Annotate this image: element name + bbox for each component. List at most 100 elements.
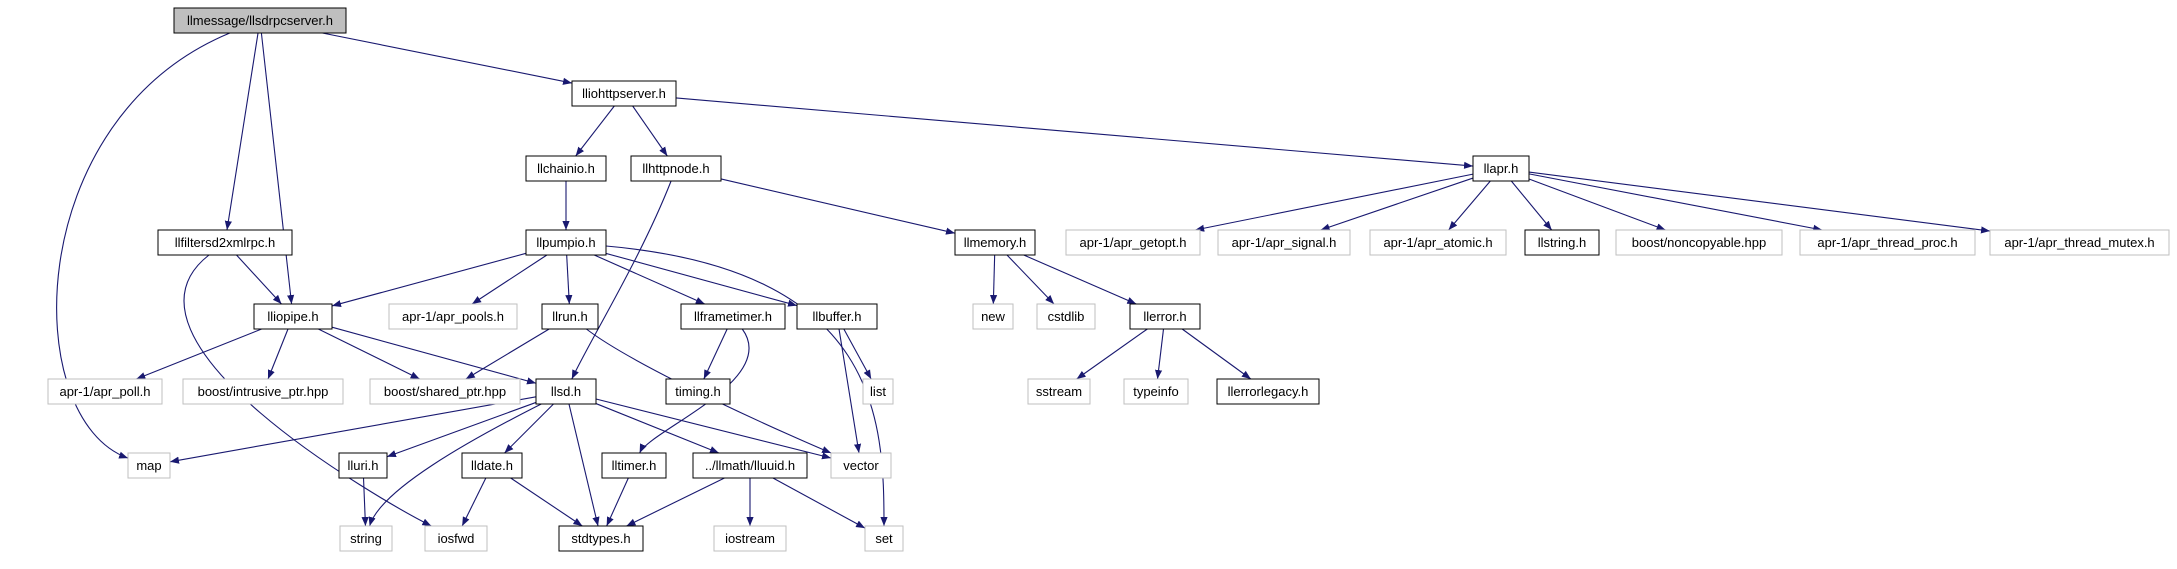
node-label-llstring: llstring.h (1538, 235, 1586, 250)
edge-llbuffer-to-list (843, 328, 872, 380)
node-box-apr_thread_proc (1799, 229, 1976, 256)
node-root[interactable]: llmessage/llsdrpcserver.h (173, 7, 347, 34)
node-lliopipe[interactable]: lliopipe.h (253, 303, 333, 330)
node-lluuid[interactable]: ../llmath/lluuid.h (692, 452, 808, 479)
node-box-iostream (713, 525, 787, 552)
node-lliohttpserver[interactable]: lliohttpserver.h (571, 80, 677, 107)
node-label-map: map (136, 458, 161, 473)
node-label-stdtypes: stdtypes.h (571, 531, 630, 546)
node-box-apr_poll (47, 378, 163, 405)
edge-lliopipe-to-shared_ptr (318, 328, 420, 380)
edge-lluri-to-string (361, 477, 369, 527)
edge-lliohttpserver-to-llapr (675, 97, 1474, 169)
edge-llsd-to-lluri (386, 401, 537, 458)
edge-llhttpnode-to-llmemory (720, 178, 956, 235)
node-llerror[interactable]: llerror.h (1129, 303, 1201, 330)
edge-llmemory-to-new (989, 254, 998, 305)
node-llfiltersd2xmlrpc[interactable]: llfiltersd2xmlrpc.h (157, 229, 293, 256)
node-label-set: set (875, 531, 893, 546)
node-label-lltimer: lltimer.h (612, 458, 657, 473)
node-box-llerror (1129, 303, 1201, 330)
node-llframetimer[interactable]: llframetimer.h (680, 303, 786, 330)
node-llsd[interactable]: llsd.h (535, 378, 597, 405)
node-label-lluuid: ../llmath/lluuid.h (705, 458, 795, 473)
node-llmemory[interactable]: llmemory.h (954, 229, 1036, 256)
edge-lltimer-to-stdtypes (606, 477, 629, 527)
node-llbuffer[interactable]: llbuffer.h (796, 303, 878, 330)
node-label-llerrorlegacy: llerrorlegacy.h (1228, 384, 1309, 399)
node-lldate[interactable]: lldate.h (461, 452, 523, 479)
node-iosfwd: iosfwd (424, 525, 488, 552)
node-label-list: list (870, 384, 886, 399)
edge-llapr-to-apr_getopt (1195, 173, 1474, 232)
node-label-typeinfo: typeinfo (1133, 384, 1179, 399)
edge-root-to-map (56, 32, 231, 459)
edge-llsd-to-lluuid (595, 403, 720, 454)
node-box-list (862, 378, 894, 405)
edge-lldate-to-stdtypes (510, 477, 583, 527)
node-box-stdtypes (558, 525, 644, 552)
node-label-lliohttpserver: lliohttpserver.h (582, 86, 666, 101)
node-llpumpio[interactable]: llpumpio.h (525, 229, 607, 256)
node-llchainio[interactable]: llchainio.h (525, 155, 607, 182)
node-label-vector: vector (843, 458, 879, 473)
node-lluri[interactable]: lluri.h (338, 452, 388, 479)
node-typeinfo: typeinfo (1123, 378, 1189, 405)
node-box-set (864, 525, 904, 552)
edge-llpumpio-to-lliopipe (331, 252, 527, 308)
node-label-noncopyable: boost/noncopyable.hpp (1632, 235, 1766, 250)
node-label-apr_poll: apr-1/apr_poll.h (59, 384, 150, 399)
node-label-llfiltersd2xmlrpc: llfiltersd2xmlrpc.h (175, 235, 275, 250)
node-box-llfiltersd2xmlrpc (157, 229, 293, 256)
node-llerrorlegacy[interactable]: llerrorlegacy.h (1216, 378, 1320, 405)
node-llrun[interactable]: llrun.h (541, 303, 599, 330)
node-label-llchainio: llchainio.h (537, 161, 595, 176)
node-box-llstring (1524, 229, 1600, 256)
node-box-llhttpnode (630, 155, 722, 182)
edge-llfiltersd2xmlrpc-to-iosfwd (183, 254, 432, 527)
edge-llerror-to-llerrorlegacy (1181, 328, 1252, 380)
node-map: map (127, 452, 171, 479)
node-label-shared_ptr: boost/shared_ptr.hpp (384, 384, 506, 399)
node-apr_signal: apr-1/apr_signal.h (1217, 229, 1351, 256)
edge-lliohttpserver-to-llchainio (575, 105, 615, 157)
node-llstring[interactable]: llstring.h (1524, 229, 1600, 256)
edge-llbuffer-to-vector (838, 328, 862, 454)
edge-llapr-to-apr_atomic (1448, 180, 1491, 231)
node-box-llapr (1472, 155, 1530, 182)
node-llapr[interactable]: llapr.h (1472, 155, 1530, 182)
node-apr_getopt: apr-1/apr_getopt.h (1065, 229, 1201, 256)
edge-llframetimer-to-timing (703, 328, 728, 380)
edge-llsd-to-stdtypes (568, 403, 600, 527)
node-stdtypes[interactable]: stdtypes.h (558, 525, 644, 552)
node-new: new (972, 303, 1014, 330)
node-label-apr_signal: apr-1/apr_signal.h (1232, 235, 1337, 250)
node-string: string (339, 525, 393, 552)
node-label-apr_atomic: apr-1/apr_atomic.h (1383, 235, 1492, 250)
node-label-iosfwd: iosfwd (438, 531, 475, 546)
edge-lldate-to-iosfwd (461, 477, 487, 527)
node-llhttpnode[interactable]: llhttpnode.h (630, 155, 722, 182)
edge-root-to-llfiltersd2xmlrpc (224, 32, 259, 231)
node-list: list (862, 378, 894, 405)
node-noncopyable: boost/noncopyable.hpp (1615, 229, 1783, 256)
edge-llfiltersd2xmlrpc-to-lliopipe (236, 254, 282, 305)
node-box-llchainio (525, 155, 607, 182)
node-shared_ptr: boost/shared_ptr.hpp (369, 378, 521, 405)
node-timing[interactable]: timing.h (665, 378, 731, 405)
node-label-apr_pools: apr-1/apr_pools.h (402, 309, 504, 324)
node-label-llmemory: llmemory.h (964, 235, 1027, 250)
node-label-new: new (981, 309, 1005, 324)
node-box-typeinfo (1123, 378, 1189, 405)
node-box-lluuid (692, 452, 808, 479)
edge-llpumpio-to-llrun (565, 254, 573, 305)
node-box-lltimer (601, 452, 667, 479)
node-box-llframetimer (680, 303, 786, 330)
edge-llapr-to-noncopyable (1528, 178, 1666, 231)
node-apr_pools: apr-1/apr_pools.h (388, 303, 518, 330)
node-lltimer[interactable]: lltimer.h (601, 452, 667, 479)
node-iostream: iostream (713, 525, 787, 552)
edge-llpumpio-to-llbuffer (605, 252, 798, 307)
node-box-llpumpio (525, 229, 607, 256)
